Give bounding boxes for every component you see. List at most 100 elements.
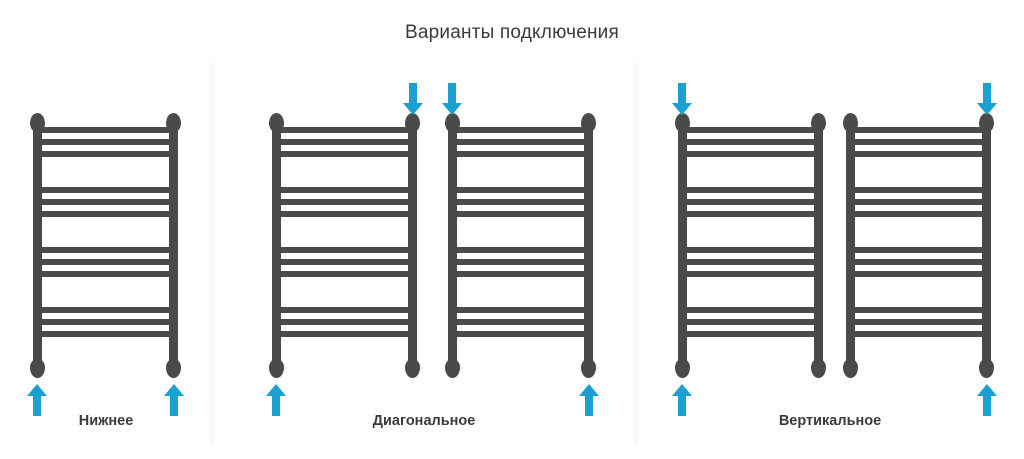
radiator-post-left [33, 119, 42, 372]
radiator-vertical-0 [672, 83, 826, 416]
radiator-post-left [272, 119, 281, 372]
radiator-rung [679, 259, 822, 265]
radiator-rung [273, 319, 416, 325]
radiator-rung [273, 187, 416, 193]
radiator-rung [34, 319, 177, 325]
radiator-rung [34, 199, 177, 205]
radiator-vertical-1 [843, 83, 997, 416]
radiator-rung [273, 259, 416, 265]
inlet-arrow-top-left [441, 82, 463, 116]
radiator-rung [273, 199, 416, 205]
radiator-post-right [584, 119, 593, 372]
radiator-rung [34, 211, 177, 217]
radiator-endcap-bottom-left [30, 359, 45, 378]
inlet-arrow-top-right [402, 82, 424, 116]
radiator-rung [679, 127, 822, 133]
radiator-rung [847, 199, 990, 205]
radiator-rung [679, 247, 822, 253]
section-bottom: Нижнее [0, 0, 212, 459]
radiator-rung [679, 271, 822, 277]
radiator-post-right [169, 119, 178, 372]
radiator-rung [449, 331, 592, 337]
inlet-arrow-bottom-right [163, 383, 185, 417]
radiator-rung [847, 319, 990, 325]
radiator-rung [273, 331, 416, 337]
radiator-rung [449, 211, 592, 217]
radiator-rung [273, 271, 416, 277]
radiator-post-right [982, 119, 991, 372]
radiator-rung [679, 331, 822, 337]
outlet-arrow-bottom-left [671, 383, 693, 417]
radiator-post-left [448, 119, 457, 372]
radiator-rung [273, 139, 416, 145]
section-vertical: Вертикальное [636, 0, 1024, 459]
radiator-rung [679, 139, 822, 145]
section-label-bottom: Нижнее [78, 413, 134, 429]
radiator-diagonal-0 [266, 83, 423, 416]
inlet-arrow-bottom-left [26, 383, 48, 417]
radiator-rung [34, 307, 177, 313]
radiator-endcap-bottom-left [675, 359, 690, 378]
radiator-rung [847, 187, 990, 193]
radiator-rung [449, 319, 592, 325]
radiator-endcap-bottom-right [166, 359, 181, 378]
radiator-rung [679, 187, 822, 193]
section-divider-1 [636, 62, 637, 445]
radiator-rung [679, 211, 822, 217]
radiator-rung [449, 271, 592, 277]
section-diagonal: Диагональное [212, 0, 636, 459]
radiator-rung [679, 307, 822, 313]
radiator-endcap-bottom-right [405, 359, 420, 378]
radiator-rung [449, 187, 592, 193]
radiator-rung [847, 331, 990, 337]
radiator-rung [847, 307, 990, 313]
radiator-rung [34, 139, 177, 145]
radiator-rung [449, 151, 592, 157]
radiator-rung [34, 247, 177, 253]
radiator-post-left [846, 119, 855, 372]
radiator-rung [847, 247, 990, 253]
radiator-rung [847, 259, 990, 265]
radiator-rung [273, 247, 416, 253]
radiator-post-right [408, 119, 417, 372]
page-title: Варианты подключения [405, 22, 619, 43]
section-label-diagonal: Диагональное [372, 413, 476, 429]
outlet-arrow-bottom-right [578, 383, 600, 417]
radiator-post-left [678, 119, 687, 372]
radiator-rung [449, 127, 592, 133]
radiator-rung [34, 259, 177, 265]
radiator-rung [449, 199, 592, 205]
radiator-rung [449, 139, 592, 145]
outlet-arrow-bottom-left [265, 383, 287, 417]
radiator-rung [847, 271, 990, 277]
radiator-rung [679, 151, 822, 157]
radiator-rung [34, 151, 177, 157]
radiator-rung [34, 331, 177, 337]
radiator-rung [449, 247, 592, 253]
radiator-endcap-bottom-right [811, 359, 826, 378]
radiator-rung [273, 211, 416, 217]
radiator-endcap-bottom-right [581, 359, 596, 378]
inlet-arrow-top-right [976, 82, 998, 116]
radiator-rung [449, 307, 592, 313]
radiator-bottom-0 [27, 113, 184, 416]
radiator-endcap-bottom-left [843, 359, 858, 378]
radiator-endcap-bottom-left [269, 359, 284, 378]
section-label-vertical: Вертикальное [778, 413, 882, 429]
radiator-diagonal-1 [442, 83, 599, 416]
radiator-rung [273, 151, 416, 157]
radiator-rung [847, 139, 990, 145]
radiator-rung [273, 307, 416, 313]
radiator-rung [34, 127, 177, 133]
radiator-rung [679, 319, 822, 325]
radiator-rung [679, 199, 822, 205]
radiator-rung [449, 259, 592, 265]
radiator-rung [847, 151, 990, 157]
radiator-endcap-bottom-left [445, 359, 460, 378]
radiator-endcap-bottom-right [979, 359, 994, 378]
radiator-rung [34, 187, 177, 193]
radiator-rung [273, 127, 416, 133]
radiator-rung [847, 127, 990, 133]
radiator-rung [847, 211, 990, 217]
